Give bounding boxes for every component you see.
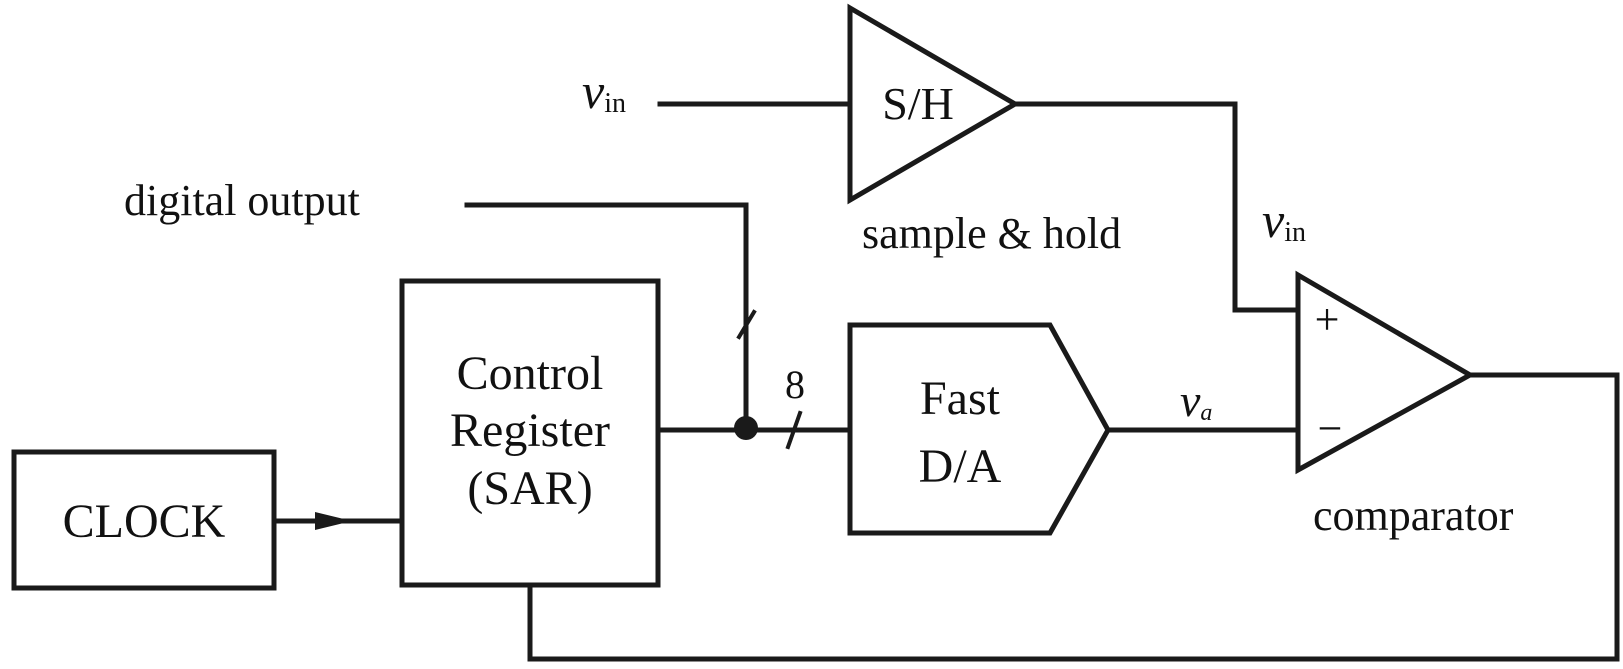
vin-input-label: vin — [582, 63, 626, 119]
dac-block: Fast D/A — [847, 322, 1111, 536]
clock-label: CLOCK — [63, 495, 226, 548]
sample-hold-triangle — [847, 3, 1020, 205]
comparator-feedback-wire — [527, 372, 1620, 662]
sample-hold-caption: sample & hold — [862, 209, 1121, 258]
va-dac-subscript: a — [1200, 400, 1212, 426]
clock-arrow-icon — [315, 512, 352, 530]
comparator-triangle — [1295, 270, 1476, 475]
comparator-block: + − — [1295, 270, 1476, 475]
sample-hold-block: S/H — [847, 3, 1020, 205]
dac-pentagon — [847, 322, 1111, 536]
sar-box — [399, 278, 661, 588]
sh-output-wire — [1012, 101, 1301, 313]
sar-block: Control Register (SAR) — [399, 278, 661, 588]
sar-label-line3: (SAR) — [467, 462, 592, 515]
clock-block: CLOCK — [11, 449, 277, 591]
comparator-caption: comparator — [1313, 491, 1514, 540]
sar-label-line1: Control — [457, 347, 604, 400]
dac-label-line2: D/A — [919, 440, 1002, 493]
clock-box — [11, 449, 277, 591]
vin-held-symbol: v — [1262, 192, 1285, 248]
bus-junction-dot — [734, 416, 758, 440]
bus-width-label: 8 — [785, 362, 805, 407]
vin-input-subscript: in — [604, 88, 626, 119]
vin-input-symbol: v — [582, 63, 605, 119]
va-dac-label: va — [1180, 375, 1212, 426]
dac-label-line1: Fast — [920, 372, 1001, 425]
bus-width-slash-main — [785, 410, 803, 450]
digital-output-caption: digital output — [124, 176, 360, 225]
comparator-minus-sign: − — [1318, 404, 1343, 453]
comparator-plus-sign: + — [1315, 295, 1340, 344]
va-dac-symbol: v — [1180, 375, 1201, 426]
bus-width-slash-output — [736, 309, 757, 340]
digital-output-wire — [464, 202, 749, 429]
sar-label-line2: Register — [450, 404, 610, 457]
sample-hold-label: S/H — [882, 78, 954, 129]
vin-held-subscript: in — [1284, 217, 1306, 248]
vin-held-label: vin — [1262, 192, 1306, 248]
wires — [271, 101, 1620, 662]
